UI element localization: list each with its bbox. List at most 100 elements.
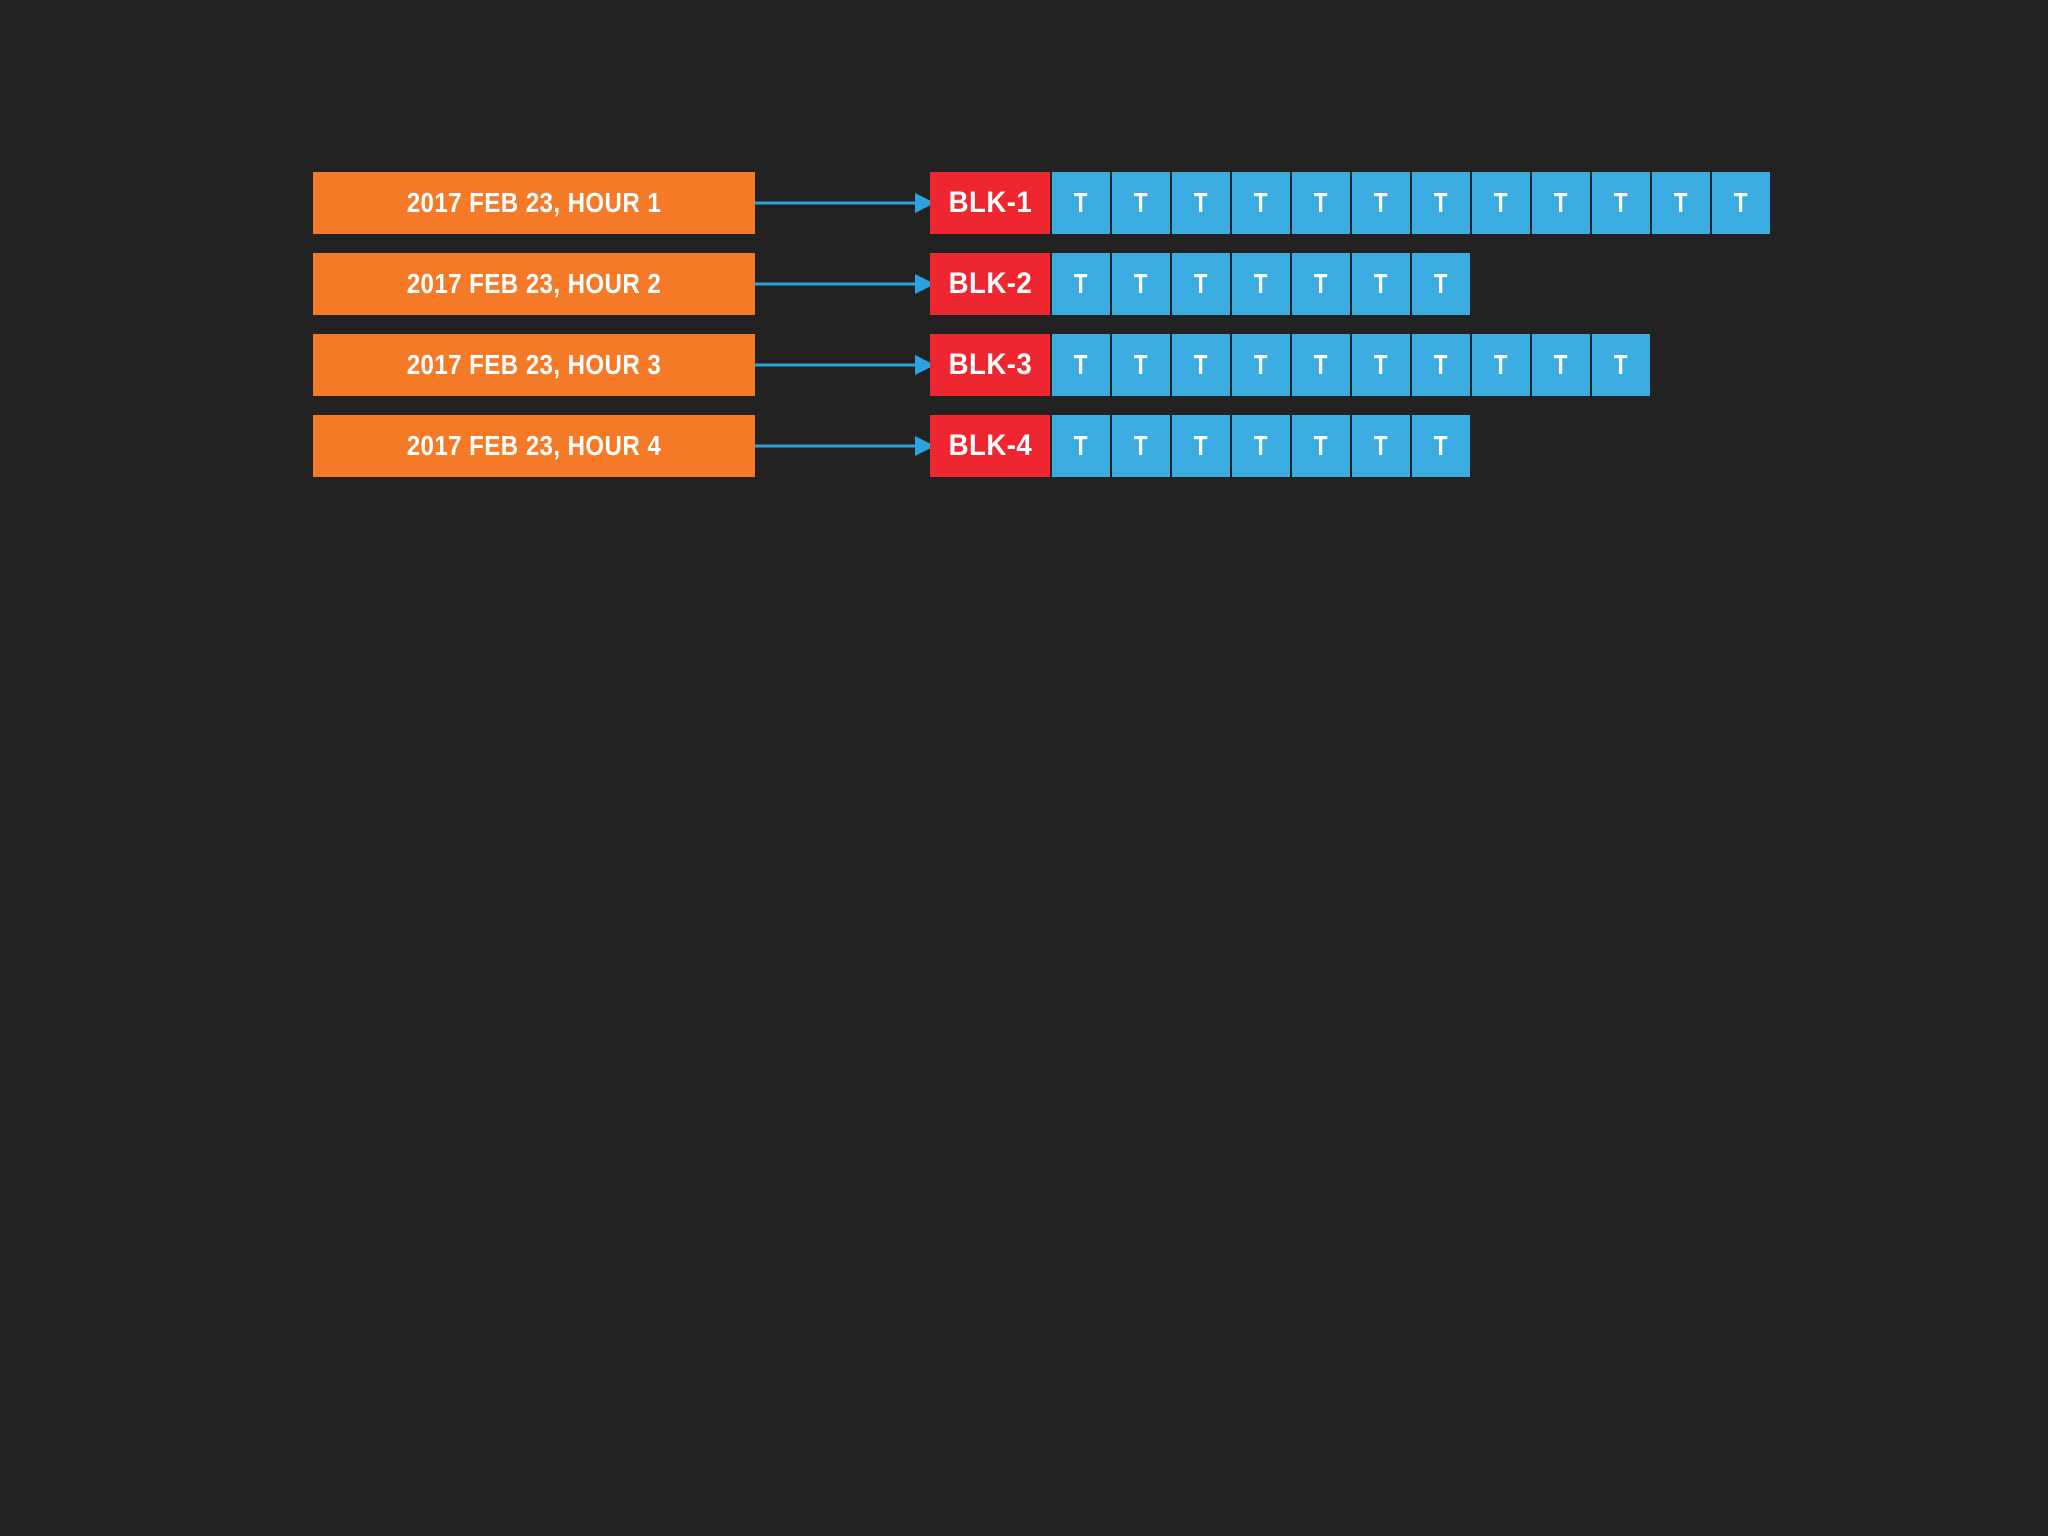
transaction-cell[interactable]: T — [1230, 415, 1290, 477]
transaction-cell-label: T — [1434, 268, 1448, 299]
transaction-cell-label: T — [1194, 349, 1208, 380]
block-header-3[interactable]: BLK-3 — [930, 334, 1050, 396]
transaction-cell-label: T — [1494, 187, 1508, 218]
transaction-cell[interactable]: T — [1050, 415, 1110, 477]
transaction-cell[interactable]: T — [1290, 415, 1350, 477]
transaction-cell[interactable]: T — [1230, 253, 1290, 315]
transaction-cell[interactable]: T — [1230, 334, 1290, 396]
transaction-cell-label: T — [1314, 268, 1328, 299]
transaction-cell[interactable]: T — [1530, 172, 1590, 234]
transaction-cell-label: T — [1734, 187, 1748, 218]
hour-box-label: 2017 FEB 23, HOUR 4 — [406, 430, 662, 461]
transaction-cell[interactable]: T — [1710, 172, 1770, 234]
transaction-cell[interactable]: T — [1050, 172, 1110, 234]
transaction-cell-label: T — [1374, 268, 1388, 299]
transaction-cell-label: T — [1194, 187, 1208, 218]
transaction-cell-label: T — [1254, 430, 1268, 461]
transaction-cell-label: T — [1314, 430, 1328, 461]
transaction-cell[interactable]: T — [1170, 253, 1230, 315]
block-header-label: BLK-1 — [948, 186, 1032, 219]
arrow-hour-4-to-blk-4 — [755, 415, 935, 477]
transaction-cell-label: T — [1674, 187, 1688, 218]
diagram-row: 2017 FEB 23, HOUR 3 BLK-3 T T T T T T T T T T — [0, 334, 2048, 396]
transaction-cell[interactable]: T — [1290, 334, 1350, 396]
block-strip-1: BLK-1 T T T T T T T T T T T T — [930, 172, 1770, 234]
diagram-row: 2017 FEB 23, HOUR 2 BLK-2 T T T T T T T — [0, 253, 2048, 315]
transaction-cell[interactable]: T — [1050, 334, 1110, 396]
transaction-cell[interactable]: T — [1170, 172, 1230, 234]
transaction-cell[interactable]: T — [1290, 172, 1350, 234]
transaction-cell-label: T — [1374, 187, 1388, 218]
block-header-4[interactable]: BLK-4 — [930, 415, 1050, 477]
diagram-row: 2017 FEB 23, HOUR 1 BLK-1 T T T T T T T T T T T T — [0, 172, 2048, 234]
transaction-cell-label: T — [1254, 349, 1268, 380]
transaction-cell-label: T — [1434, 187, 1448, 218]
transaction-cell-label: T — [1614, 349, 1628, 380]
transaction-cell-label: T — [1074, 430, 1088, 461]
block-header-label: BLK-3 — [948, 348, 1032, 381]
transaction-cell-label: T — [1074, 349, 1088, 380]
transaction-cell[interactable]: T — [1470, 334, 1530, 396]
block-header-2[interactable]: BLK-2 — [930, 253, 1050, 315]
transaction-cell-label: T — [1254, 187, 1268, 218]
transaction-cell-label: T — [1374, 430, 1388, 461]
transaction-cell-label: T — [1494, 349, 1508, 380]
hour-box-1[interactable]: 2017 FEB 23, HOUR 1 — [313, 172, 755, 234]
transaction-cell-label: T — [1074, 268, 1088, 299]
block-header-label: BLK-4 — [948, 429, 1032, 462]
transaction-cell-label: T — [1314, 187, 1328, 218]
transaction-cell-label: T — [1374, 349, 1388, 380]
transaction-cell[interactable]: T — [1350, 334, 1410, 396]
hour-box-3[interactable]: 2017 FEB 23, HOUR 3 — [313, 334, 755, 396]
block-strip-2: BLK-2 T T T T T T T — [930, 253, 1470, 315]
hour-box-4[interactable]: 2017 FEB 23, HOUR 4 — [313, 415, 755, 477]
transaction-cell-label: T — [1134, 187, 1148, 218]
block-header-1[interactable]: BLK-1 — [930, 172, 1050, 234]
transaction-cell-label: T — [1194, 268, 1208, 299]
transaction-cell-label: T — [1134, 349, 1148, 380]
transaction-cell-label: T — [1434, 430, 1448, 461]
transaction-cell-label: T — [1134, 430, 1148, 461]
arrow-hour-3-to-blk-3 — [755, 334, 935, 396]
hour-box-label: 2017 FEB 23, HOUR 2 — [406, 268, 662, 299]
transaction-cell-label: T — [1614, 187, 1628, 218]
transaction-cell[interactable]: T — [1650, 172, 1710, 234]
arrow-hour-1-to-blk-1 — [755, 172, 935, 234]
block-strip-3: BLK-3 T T T T T T T T T T — [930, 334, 1650, 396]
hour-box-2[interactable]: 2017 FEB 23, HOUR 2 — [313, 253, 755, 315]
transaction-cell-label: T — [1554, 349, 1568, 380]
transaction-cell-label: T — [1434, 349, 1448, 380]
transaction-cell[interactable]: T — [1110, 253, 1170, 315]
block-header-label: BLK-2 — [948, 267, 1032, 300]
transaction-cell[interactable]: T — [1350, 172, 1410, 234]
transaction-cell[interactable]: T — [1110, 334, 1170, 396]
transaction-cell-label: T — [1314, 349, 1328, 380]
transaction-cell[interactable]: T — [1290, 253, 1350, 315]
transaction-cell[interactable]: T — [1110, 415, 1170, 477]
transaction-cell[interactable]: T — [1170, 415, 1230, 477]
arrow-hour-2-to-blk-2 — [755, 253, 935, 315]
transaction-cell[interactable]: T — [1410, 172, 1470, 234]
hour-box-label: 2017 FEB 23, HOUR 1 — [406, 187, 662, 218]
transaction-cell[interactable]: T — [1350, 253, 1410, 315]
transaction-cell-label: T — [1074, 187, 1088, 218]
transaction-cell[interactable]: T — [1410, 415, 1470, 477]
transaction-cell-label: T — [1254, 268, 1268, 299]
transaction-cell[interactable]: T — [1110, 172, 1170, 234]
transaction-cell[interactable]: T — [1590, 334, 1650, 396]
transaction-cell[interactable]: T — [1350, 415, 1410, 477]
transaction-cell[interactable]: T — [1170, 334, 1230, 396]
hour-box-label: 2017 FEB 23, HOUR 3 — [406, 349, 662, 380]
transaction-cell-label: T — [1554, 187, 1568, 218]
diagram-row: 2017 FEB 23, HOUR 4 BLK-4 T T T T T T T — [0, 415, 2048, 477]
transaction-cell[interactable]: T — [1590, 172, 1650, 234]
transaction-cell[interactable]: T — [1410, 334, 1470, 396]
transaction-cell[interactable]: T — [1530, 334, 1590, 396]
transaction-cell-label: T — [1194, 430, 1208, 461]
transaction-cell[interactable]: T — [1230, 172, 1290, 234]
transaction-cell[interactable]: T — [1410, 253, 1470, 315]
transaction-cell[interactable]: T — [1050, 253, 1110, 315]
transaction-cell-label: T — [1134, 268, 1148, 299]
transaction-cell[interactable]: T — [1470, 172, 1530, 234]
